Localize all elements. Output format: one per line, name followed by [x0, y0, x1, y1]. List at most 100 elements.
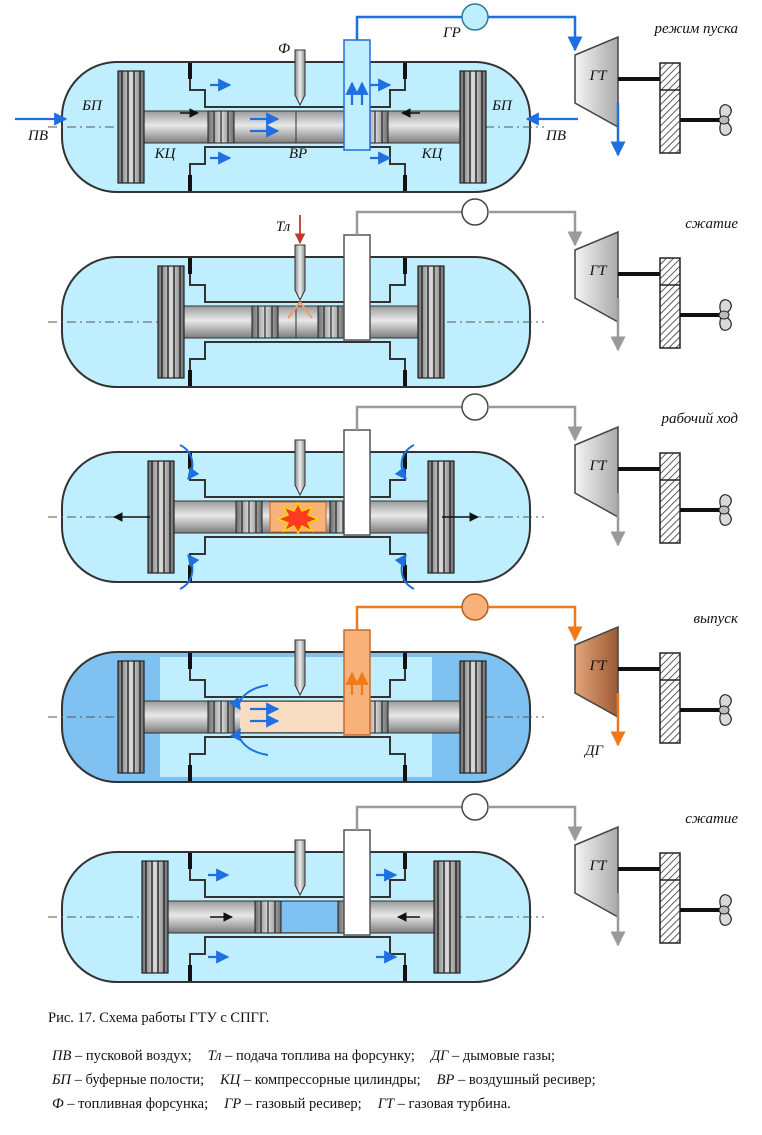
legend-desc: – компрессорные цилиндры;: [240, 1072, 421, 1088]
gearbox: [659, 852, 681, 944]
buffer-left: [70, 264, 165, 380]
pipe-to-receiver: [355, 210, 462, 235]
intake-flow: [179, 554, 200, 590]
scavenge-flow: [229, 684, 269, 710]
label-kc-right: КЦ: [421, 146, 444, 162]
turbine-label: ГТ: [589, 858, 609, 874]
mode-label: рабочий ход: [660, 411, 738, 427]
legend-row: БП – буферные полости;КЦ – компрессорные…: [52, 1068, 596, 1092]
legend-row: Ф – топливная форсунка;ГР – газовый реси…: [52, 1092, 596, 1116]
legend-term: ДГ: [430, 1048, 449, 1064]
valve-tick: [403, 453, 407, 469]
valve-tick: [188, 370, 192, 386]
legend-desc: – пусковой воздух;: [71, 1048, 192, 1064]
valve-tick: [403, 965, 407, 981]
gas-receiver: [461, 198, 489, 226]
legend: ПВ – пусковой воздух; Тл – подача топлива…: [52, 1044, 596, 1116]
receiver-wall-top: [189, 667, 406, 698]
gearbox: [659, 62, 681, 154]
valve-tick: [403, 370, 407, 386]
valve-tick: [403, 175, 407, 191]
legend-desc: – дымовые газы;: [448, 1048, 555, 1064]
label-gr: ГР: [442, 25, 461, 41]
legend-desc: – буферные полости;: [71, 1072, 205, 1088]
valve-tick: [188, 653, 192, 669]
turbine-label: ГТ: [589, 263, 609, 279]
valve-tick: [188, 565, 192, 581]
pipe-to-turbine: [488, 805, 583, 842]
valve-tick: [188, 63, 192, 79]
propeller-hub: [718, 115, 730, 125]
legend-row: ПВ – пусковой воздух; Тл – подача топлива…: [52, 1044, 596, 1068]
label-dg: ДГ: [583, 743, 605, 759]
label-bp-right: БП: [491, 98, 513, 114]
gas-outlet-column: [343, 829, 371, 936]
turbine-label: ГТ: [589, 658, 609, 674]
pipe-to-receiver: [355, 805, 462, 830]
label-pv-right: ПВ: [545, 128, 566, 144]
gas-receiver: [461, 593, 489, 621]
mode-label: выпуск: [693, 611, 738, 627]
propeller-hub: [718, 705, 730, 715]
intake-flow: [394, 444, 415, 480]
label-bp-left: БП: [81, 98, 103, 114]
legend-term: ВР: [436, 1072, 455, 1088]
fuel-spray: [287, 301, 313, 319]
pipe-to-turbine: [488, 210, 583, 247]
valve-tick: [188, 258, 192, 274]
valve-tick: [188, 453, 192, 469]
valve-tick: [403, 853, 407, 869]
pipe-to-receiver: [355, 605, 462, 630]
legend-desc: – топливная форсунка;: [63, 1096, 209, 1112]
valve-tick: [188, 765, 192, 781]
receiver-wall-top: [189, 77, 406, 108]
legend-term: ПВ: [52, 1048, 72, 1064]
legend-desc: – газовая турбина.: [394, 1096, 511, 1112]
gearbox: [659, 257, 681, 349]
pipe-to-turbine: [488, 605, 583, 642]
turbine-label: ГТ: [589, 68, 609, 84]
gearbox: [659, 652, 681, 744]
pipe-to-receiver: [355, 15, 462, 40]
legend-desc: – воздушный ресивер;: [454, 1072, 596, 1088]
label-kc-left: КЦ: [154, 146, 177, 162]
gas-receiver: [461, 393, 489, 421]
receiver-wall-top: [189, 867, 406, 898]
legend-term: ГТ: [377, 1096, 394, 1112]
legend-term: Ф: [52, 1096, 64, 1112]
valve-tick: [403, 63, 407, 79]
explosion-icon: [275, 501, 321, 535]
gas-receiver: [461, 793, 489, 821]
fuel-injector: [294, 439, 306, 497]
propeller-hub: [718, 905, 730, 915]
pipe-to-turbine: [488, 405, 583, 442]
receiver-wall-bottom: [189, 146, 406, 177]
receiver-wall-bottom: [189, 341, 406, 372]
exhaust-zone: [240, 702, 356, 732]
legend-term: БП: [52, 1072, 72, 1088]
label-tl: Тл: [276, 219, 291, 235]
gas-receiver: [461, 3, 489, 31]
legend-desc: – подача топлива на форсунку;: [221, 1048, 415, 1064]
legend-term: Тл: [207, 1048, 222, 1064]
fuel-injector: [294, 639, 306, 697]
receiver-wall-top: [189, 272, 406, 303]
valve-tick: [403, 653, 407, 669]
receiver-wall-bottom: [189, 936, 406, 967]
pipe-to-receiver: [355, 405, 462, 430]
valve-tick: [188, 965, 192, 981]
legend-term: ГР: [224, 1096, 242, 1112]
scavenge-flow: [229, 727, 269, 756]
valve-tick: [403, 258, 407, 274]
gearbox: [659, 452, 681, 544]
intake-flow: [394, 554, 415, 590]
fuel-injector: [294, 839, 306, 897]
label-pv-left: ПВ: [27, 128, 48, 144]
gas-outlet-column: [343, 629, 371, 736]
